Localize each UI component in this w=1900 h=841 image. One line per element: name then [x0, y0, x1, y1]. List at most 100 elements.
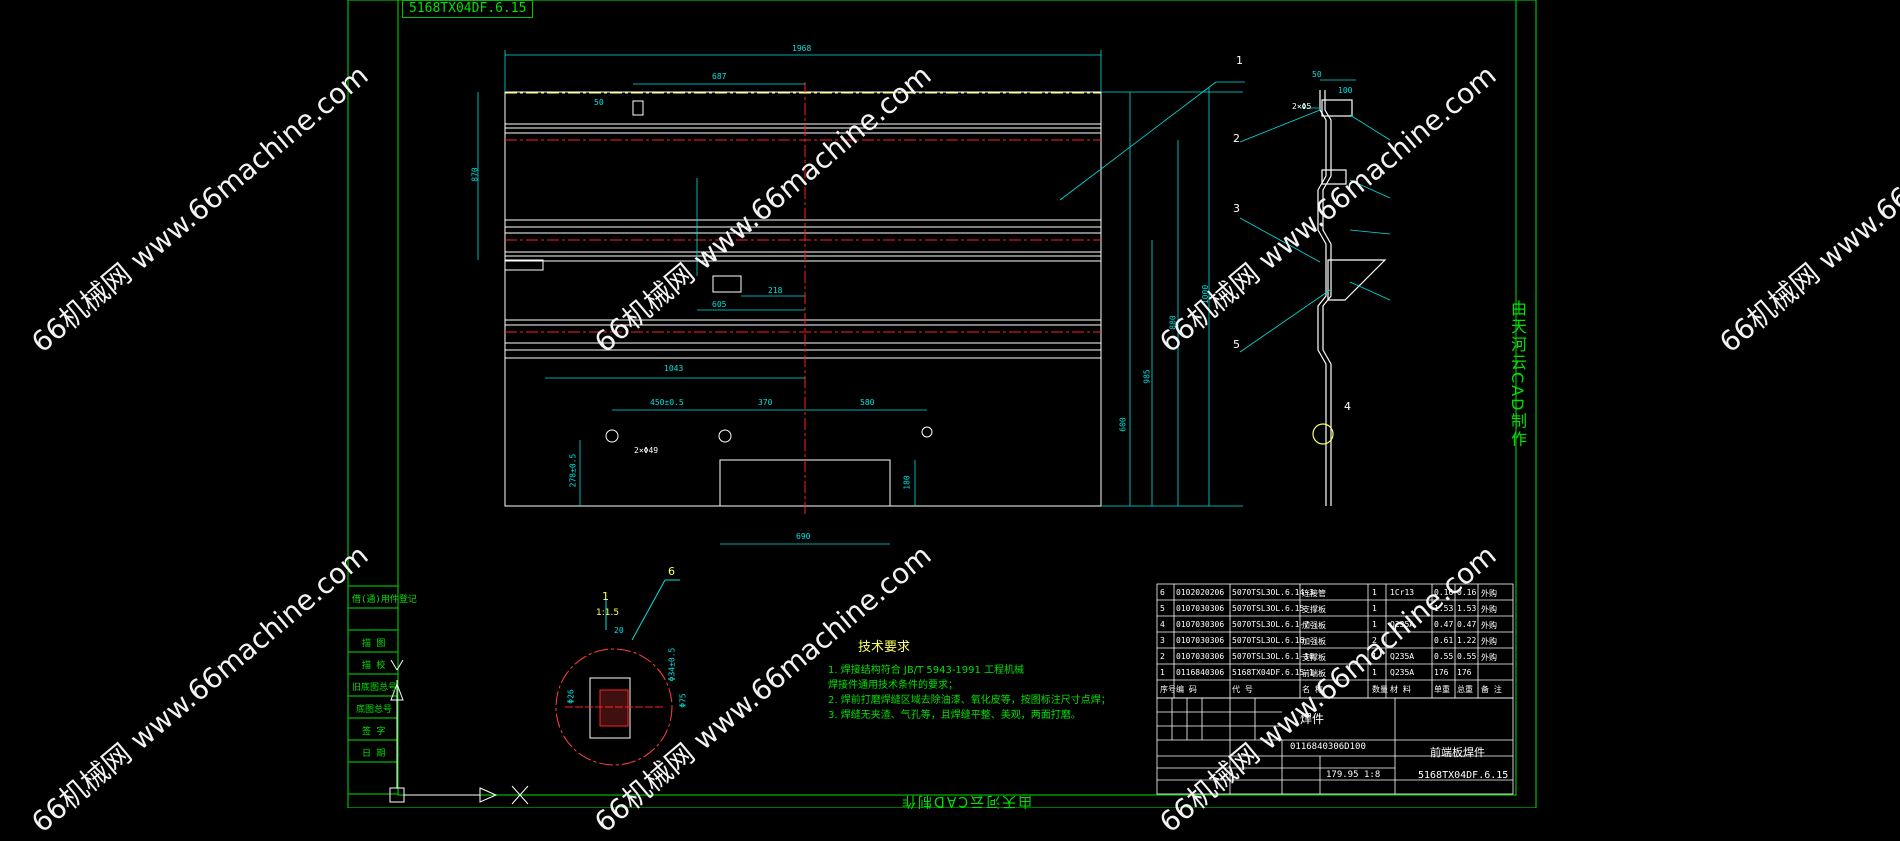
detail-scale-den: 1:1.5 — [596, 608, 620, 618]
titleblock-kind: 焊件 — [1300, 712, 1325, 726]
bom-cell-w2: 1.22 — [1457, 636, 1477, 645]
bom-cell-w1: 0.55 — [1434, 652, 1454, 661]
part-label-2: 2 — [1233, 132, 1240, 145]
left-revision-block — [347, 585, 399, 795]
dim-rect-w: 690 — [796, 532, 811, 541]
bom-cell-code: 0107030306 — [1176, 636, 1225, 645]
dim-hole-2: 370 — [758, 398, 773, 407]
dim-mid1: 605 — [712, 300, 727, 309]
left-block-item-7: 日 期 — [362, 749, 386, 759]
part-label-1: 1 — [1236, 54, 1243, 67]
bom-cell-qty: 1 — [1372, 588, 1377, 597]
bom-cell-w1: 0.16 — [1434, 588, 1454, 597]
bom-cell-desc: 加强板 — [1302, 621, 1326, 630]
side-cad-label: 由天河云CAD制作 — [1508, 300, 1527, 449]
dim-hole-3: 580 — [860, 398, 875, 407]
bom-cell-note: 外购 — [1481, 621, 1497, 630]
dim-right-h-3: 985 — [1142, 369, 1152, 384]
plate-centerlines — [505, 82, 1101, 514]
bom-cell-note: 外购 — [1481, 653, 1497, 662]
bom-cell-name: 5070TSL3OL.6.16 — [1232, 636, 1305, 645]
dim-lower: 1043 — [664, 364, 684, 373]
dim-left-h: 870 — [470, 167, 480, 182]
part-label-5: 5 — [1233, 338, 1240, 351]
bom-cell-w1: 1.53 — [1434, 604, 1454, 613]
bom-cell-mat: Q235A — [1390, 620, 1415, 629]
dim-detail-3: Φ26 — [566, 689, 576, 704]
left-block-item-5: 底图总号 — [356, 705, 393, 715]
left-block-item-6: 签 字 — [362, 727, 386, 737]
titleblock-part-code: 0116840306D100 — [1290, 742, 1366, 752]
tech-line-3: 2. 焊前打磨焊缝区域去除油漆、氧化皮等，按图标注尺寸点焊； — [828, 695, 1111, 706]
bom-cell-code: 0102020206 — [1176, 588, 1225, 597]
bom-cell-name: 5168TX04DF.6.15-1 — [1232, 668, 1314, 677]
plate-dimension-lines — [477, 50, 1245, 545]
dim-detail-2: Φ34±0.5 — [667, 647, 677, 682]
bom-cell-w1: 176 — [1434, 668, 1449, 677]
bom-cell-note: 外购 — [1481, 637, 1497, 646]
bom-cell-no: 4 — [1160, 620, 1165, 629]
ucs-icon — [389, 659, 529, 805]
side-leaders — [1239, 79, 1391, 353]
dim-overall-width: 1968 — [792, 44, 812, 53]
tech-line-2: 焊接件通用技术条件的要求； — [828, 680, 958, 691]
bom-cell-no: 2 — [1160, 652, 1165, 661]
bom-cell-qty: 2 — [1372, 636, 1377, 645]
bom-cell-qty: 1 — [1372, 604, 1377, 613]
bom-header-cell: 备 注 — [1481, 685, 1502, 694]
title-block-grid — [1156, 697, 1514, 795]
tech-heading: 技术要求 — [858, 640, 911, 655]
bom-cell-no: 3 — [1160, 636, 1165, 645]
dim-hole-1: 450±0.5 — [650, 398, 684, 407]
left-block-item-4: 旧底图总号 — [352, 683, 398, 693]
bom-header-cell: 材 料 — [1390, 685, 1411, 694]
part-label-6: 6 — [668, 565, 675, 578]
dim-side-1: 50 — [1312, 70, 1322, 79]
bom-cell-name: 5070TSL3OL.6.1-10 — [1232, 652, 1314, 661]
bom-cell-qty: 1 — [1372, 668, 1377, 677]
bom-cell-code: 0116840306 — [1176, 668, 1225, 677]
bom-header-cell: 数量 — [1372, 685, 1388, 694]
dim-side-3: 2×Φ5 — [1292, 102, 1312, 111]
cad-drawing-canvas[interactable] — [0, 0, 1900, 808]
dim-hole-left-h: 278±0.5 — [568, 453, 578, 488]
bom-cell-no: 6 — [1160, 588, 1165, 597]
bom-cell-qty: 1 — [1372, 652, 1377, 661]
dim-mid2: 218 — [768, 286, 783, 295]
bom-cell-qty: 1 — [1372, 620, 1377, 629]
bom-header-cell: 总重 — [1457, 685, 1473, 694]
bom-header-cell: 名 称 — [1302, 685, 1323, 694]
bom-cell-name: 5070TSL3OL.6.1-7 — [1232, 620, 1310, 629]
left-block-item-1: 借(通)用件登记 — [352, 595, 417, 605]
bom-cell-w1: 0.61 — [1434, 636, 1454, 645]
bom-cell-note: 外购 — [1481, 589, 1497, 598]
bom-cell-note: 外购 — [1481, 605, 1497, 614]
bom-header-cell: 序号 — [1160, 685, 1176, 694]
tech-line-1: 1. 焊接结构符合 JB/T 5943-1991 工程机械 — [828, 665, 1025, 676]
dim-hole-dia: 2×Φ49 — [634, 446, 659, 455]
tech-line-4: 3. 焊缝无夹渣、气孔等，且焊缝平整、美观，两面打磨。 — [828, 710, 1081, 721]
bom-cell-desc: 加强板 — [1302, 637, 1326, 646]
dim-top-slot: 687 — [712, 72, 727, 81]
bom-cell-code: 0107030306 — [1176, 620, 1225, 629]
bom-cell-w2: 176 — [1457, 668, 1472, 677]
bom-cell-w1: 0.47 — [1434, 620, 1454, 629]
bom-cell-name: 5070TSL3OL.6.14-3 — [1232, 588, 1314, 597]
dim-detail-4: Φ75 — [678, 693, 688, 708]
left-block-item-2: 描 图 — [362, 639, 386, 649]
part-label-4: 4 — [1344, 400, 1351, 413]
bom-cell-code: 0107030306 — [1176, 604, 1225, 613]
bom-header-cell: 编 码 — [1176, 685, 1197, 694]
detail-scale-num: 1 — [602, 590, 609, 603]
bottom-cad-label: 由天河云CAD制作 — [900, 793, 1033, 809]
dim-detail-1: 20 — [614, 626, 624, 635]
bom-cell-w2: 0.16 — [1457, 588, 1477, 597]
bom-cell-desc: 前端板 — [1302, 669, 1326, 678]
part-label-3: 3 — [1233, 202, 1240, 215]
bom-cell-mat: 1Cr13 — [1390, 588, 1415, 597]
bom-cell-desc: 连接管 — [1302, 589, 1326, 598]
bom-header-cell: 单重 — [1434, 685, 1450, 694]
bom-cell-no: 1 — [1160, 668, 1165, 677]
titleblock-name: 前端板焊件 — [1430, 746, 1485, 759]
bom-cell-mat: Q235A — [1390, 668, 1415, 677]
